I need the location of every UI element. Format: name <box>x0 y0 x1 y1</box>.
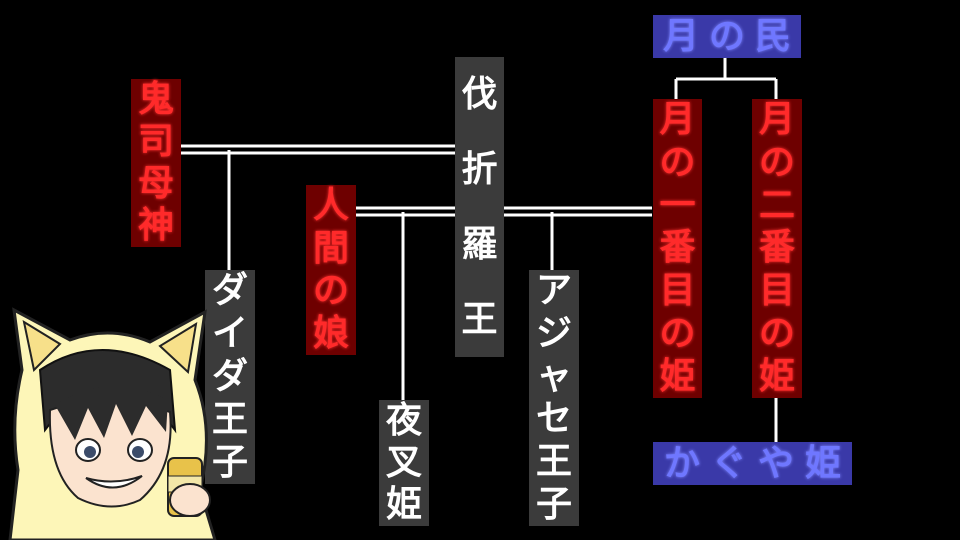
second_princess-glyph-2: 二 <box>758 184 795 226</box>
second_princess-glyph-6: 姫 <box>758 355 795 397</box>
kishibojin-glyph-3: 神 <box>137 205 174 246</box>
second_princess-glyph-0: 月 <box>758 99 795 141</box>
second_princess-glyph-1: の <box>758 142 795 184</box>
node-moon-second-princess: 月の二番目の姫 <box>752 99 802 398</box>
bishamon-glyph-3: 王 <box>461 298 498 340</box>
human_daughter-glyph-3: 娘 <box>312 312 349 354</box>
first_princess-glyph-2: 一 <box>659 184 696 226</box>
node-moon-people: 月の民 <box>653 15 801 58</box>
first_princess-glyph-3: 番 <box>659 227 696 269</box>
ajase-glyph-5: 子 <box>535 483 572 525</box>
daida-glyph-1: イ <box>211 313 248 355</box>
human_daughter-glyph-2: の <box>312 270 349 312</box>
second_princess-glyph-5: の <box>758 312 795 354</box>
kaguya-glyph-1: ぐ <box>710 442 747 484</box>
human_daughter-glyph-1: 間 <box>312 227 349 269</box>
ajase-glyph-2: ャ <box>535 355 572 397</box>
node-yasha-princess: 夜叉姫 <box>379 400 429 526</box>
node-daida-prince: ダイダ王子 <box>205 270 255 484</box>
kaguya-glyph-2: や <box>757 442 794 484</box>
mascot-icon <box>8 307 217 540</box>
daida-glyph-0: ダ <box>211 270 248 312</box>
daida-glyph-3: 王 <box>211 398 248 440</box>
first_princess-glyph-5: の <box>659 312 696 354</box>
first_princess-glyph-6: 姫 <box>659 355 696 397</box>
node-ajase-prince: アジャセ王子 <box>529 270 579 526</box>
first_princess-glyph-0: 月 <box>659 99 696 141</box>
tsuki_no_tami-glyph-0: 月 <box>662 15 699 57</box>
node-kaguya-princess: かぐや姫 <box>653 442 852 485</box>
node-bishamon: 伐折羅王 <box>455 57 504 357</box>
kishibojin-glyph-1: 司 <box>137 121 174 162</box>
kaguya-glyph-3: 姫 <box>804 442 841 484</box>
bishamon-glyph-2: 羅 <box>461 223 498 265</box>
ajase-glyph-1: ジ <box>535 312 572 354</box>
kaguya-glyph-0: か <box>663 442 700 484</box>
human_daughter-glyph-0: 人 <box>312 185 349 227</box>
second_princess-glyph-3: 番 <box>758 227 795 269</box>
first_princess-glyph-1: の <box>659 142 696 184</box>
yasha-glyph-1: 叉 <box>385 442 422 483</box>
node-kishibojin: 鬼司母神 <box>131 79 181 247</box>
bishamon-glyph-0: 伐 <box>461 73 498 115</box>
yasha-glyph-0: 夜 <box>385 400 422 441</box>
second_princess-glyph-4: 目 <box>758 270 795 312</box>
node-human-daughter: 人間の娘 <box>306 185 356 355</box>
ajase-glyph-3: セ <box>535 398 572 440</box>
yasha-glyph-2: 姫 <box>385 484 422 525</box>
daida-glyph-4: 子 <box>211 441 248 483</box>
ajase-glyph-4: 王 <box>535 440 572 482</box>
kishibojin-glyph-2: 母 <box>137 163 174 204</box>
daida-glyph-2: ダ <box>211 355 248 397</box>
first_princess-glyph-4: 目 <box>659 270 696 312</box>
kishibojin-glyph-0: 鬼 <box>137 79 174 120</box>
tsuki_no_tami-glyph-2: 民 <box>754 15 791 57</box>
tsuki_no_tami-glyph-1: の <box>708 15 745 57</box>
bishamon-glyph-1: 折 <box>461 148 498 190</box>
node-moon-first-princess: 月の一番目の姫 <box>653 99 702 398</box>
ajase-glyph-0: ア <box>535 270 572 312</box>
